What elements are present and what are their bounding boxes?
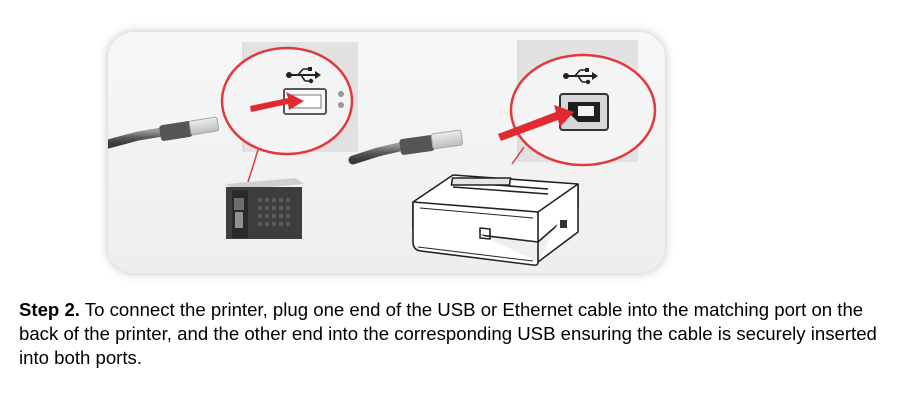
usb-cable-icon (348, 129, 464, 165)
receipt-printer-icon (412, 174, 579, 266)
callout-line (247, 149, 259, 183)
step-instructions: To connect the printer, plug one end of … (19, 299, 877, 368)
callout-line (511, 146, 525, 165)
step-label: Step 2. (19, 299, 80, 320)
usb-symbol-icon (563, 68, 598, 85)
usb-cable-icon (108, 116, 220, 149)
printer-port-callout (509, 53, 657, 167)
usb-connection-diagram (108, 32, 665, 273)
step-caption: Step 2. To connect the printer, plug one… (19, 298, 889, 370)
computer-tower-icon (226, 178, 304, 239)
setup-illustration (108, 32, 665, 273)
arrow-icon (250, 92, 304, 112)
arrow-icon (498, 105, 574, 141)
usb-symbol-icon (286, 67, 321, 84)
